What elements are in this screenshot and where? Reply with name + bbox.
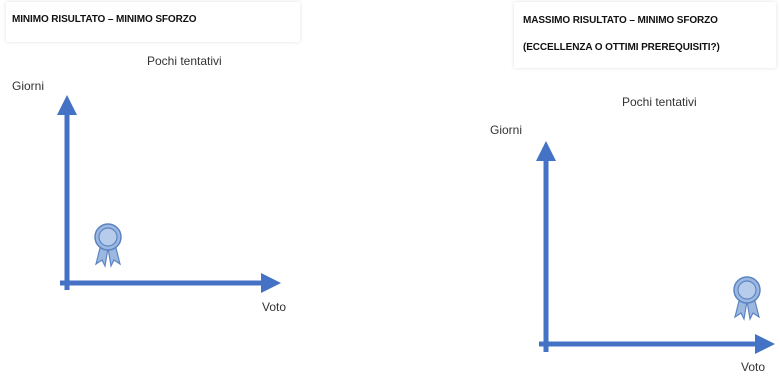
left-subtitle: Pochi tentativi: [147, 54, 222, 68]
right-title-box: MASSIMO RISULTATO – MINIMO SFORZO (ECCEL…: [514, 2, 776, 68]
right-title-line2: (ECCELLENZA O OTTIMI PREREQUISITI?): [523, 42, 720, 53]
left-title-box: MINIMO RISULTATO – MINIMO SFORZO: [6, 2, 300, 42]
left-x-axis-label: Voto: [262, 300, 287, 314]
right-title: MASSIMO RISULTATO – MINIMO SFORZO: [523, 15, 718, 26]
right-award-ribbon-icon: [729, 275, 765, 326]
left-title: MINIMO RISULTATO – MINIMO SFORZO: [12, 14, 197, 25]
right-x-axis-label: Voto: [741, 360, 766, 374]
right-subtitle: Pochi tentativi: [622, 95, 697, 109]
left-award-ribbon-icon: [90, 222, 126, 273]
right-y-axis-label: Giorni: [490, 123, 523, 137]
left-y-axis-label: Giorni: [12, 79, 45, 93]
